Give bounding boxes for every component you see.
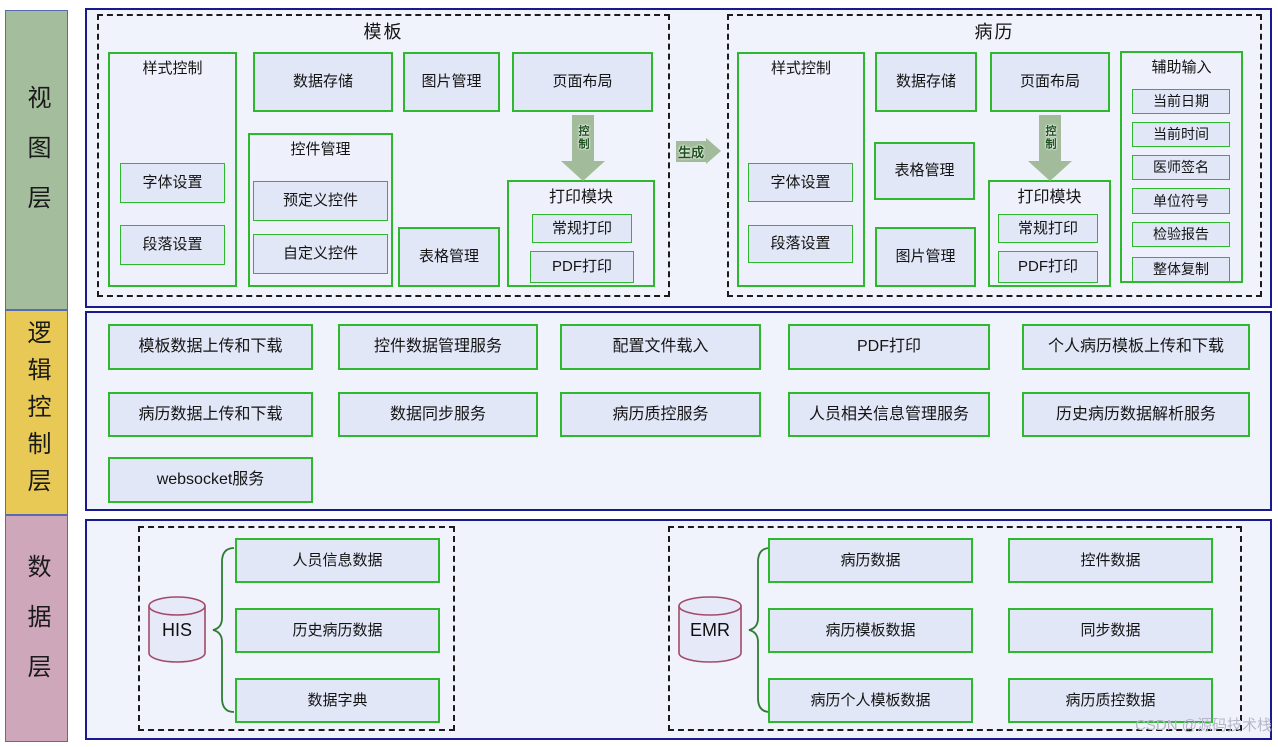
- record-pdf-print-box: PDF打印: [998, 251, 1098, 283]
- his-database-label: HIS: [161, 619, 192, 640]
- record-data-storage-box: 数据存储: [875, 52, 977, 112]
- emr-database-label: EMR: [690, 619, 730, 640]
- emr-database-icon: [678, 596, 742, 663]
- record-aux-input-title: 辅助输入: [1151, 59, 1212, 76]
- template-data-storage-box: 数据存储: [253, 52, 393, 112]
- record-aux-item-box: 医师签名: [1132, 155, 1230, 180]
- emr-section: [668, 526, 1242, 731]
- template-font-settings-box: 字体设置: [120, 163, 225, 203]
- record-regular-print-box: 常规打印: [998, 214, 1098, 243]
- template-pdf-print-box: PDF打印: [530, 251, 634, 283]
- his-data-box: 人员信息数据: [235, 538, 440, 583]
- emr-data-box: 病历质控数据: [1008, 678, 1213, 723]
- logic-service-box: 病历质控服务: [560, 392, 761, 437]
- record-section-title: 病历: [974, 22, 1015, 42]
- logic-service-box: websocket服务: [108, 457, 313, 503]
- template-image-mgmt-box: 图片管理: [403, 52, 500, 112]
- template-page-layout-box: 页面布局: [512, 52, 653, 112]
- emr-brace-icon: [748, 547, 771, 713]
- generate-arrowhead-icon: [706, 138, 721, 164]
- emr-data-box: 控件数据: [1008, 538, 1213, 583]
- generate-arrow-icon: 生成: [676, 141, 706, 162]
- logic-service-box: 模板数据上传和下载: [108, 324, 313, 370]
- record-style-control-title: 样式控制: [770, 60, 831, 77]
- record-image-mgmt-box: 图片管理: [875, 227, 976, 287]
- record-aux-item-box: 整体复制: [1132, 257, 1230, 282]
- record-section: [727, 14, 1262, 297]
- template-widget-mgmt-title: 控件管理: [290, 141, 351, 158]
- logic-service-box: 控件数据管理服务: [338, 324, 538, 370]
- record-table-mgmt-box: 表格管理: [874, 142, 975, 200]
- logic-service-box: 配置文件载入: [560, 324, 761, 370]
- his-data-box: 数据字典: [235, 678, 440, 723]
- record-aux-item-box: 检验报告: [1132, 222, 1230, 247]
- record-aux-item-box: 当前日期: [1132, 89, 1230, 114]
- his-data-box: 历史病历数据: [235, 608, 440, 653]
- record-print-module-title: 打印模块: [1017, 189, 1082, 206]
- template-regular-print-box: 常规打印: [532, 214, 632, 243]
- logic-service-box: 个人病历模板上传和下载: [1022, 324, 1250, 370]
- template-table-mgmt-box: 表格管理: [398, 227, 500, 287]
- record-aux-item-box: 当前时间: [1132, 122, 1230, 147]
- data-layer-label-text: 数据层: [23, 553, 49, 704]
- his-section: [138, 526, 455, 731]
- view-layer-label-text: 视图层: [23, 85, 49, 235]
- template-section: [97, 14, 670, 297]
- record-control-arrowhead-icon: [1028, 161, 1072, 181]
- emr-data-box: 病历数据: [768, 538, 973, 583]
- view-layer-label: 视图层: [5, 10, 68, 310]
- template-paragraph-settings-box: 段落设置: [120, 225, 225, 265]
- his-database-icon: [148, 596, 206, 663]
- watermark: CSDN @源码技术栈: [1135, 717, 1272, 734]
- logic-layer-label-text: 逻辑控制层: [23, 320, 49, 505]
- template-custom-widget-box: 自定义控件: [253, 234, 388, 274]
- emr-data-box: 病历模板数据: [768, 608, 973, 653]
- data-layer-label: 数据层: [5, 515, 68, 742]
- logic-layer-label: 逻辑控制层: [5, 310, 68, 515]
- template-print-module-title: 打印模块: [548, 189, 613, 206]
- record-aux-item-box: 单位符号: [1132, 188, 1230, 214]
- logic-service-box: 历史病历数据解析服务: [1022, 392, 1250, 437]
- template-section-title: 模板: [363, 22, 404, 42]
- record-paragraph-settings-box: 段落设置: [748, 225, 853, 263]
- record-control-arrow-icon: 控制: [1039, 115, 1061, 161]
- emr-data-box: 同步数据: [1008, 608, 1213, 653]
- template-control-arrowhead-icon: [561, 161, 605, 181]
- template-predefined-widget-box: 预定义控件: [253, 181, 388, 221]
- emr-data-box: 病历个人模板数据: [768, 678, 973, 723]
- logic-service-box: 病历数据上传和下载: [108, 392, 313, 437]
- logic-service-box: PDF打印: [788, 324, 990, 370]
- template-style-control-title: 样式控制: [142, 60, 203, 77]
- template-control-arrow-icon: 控制: [572, 115, 594, 161]
- logic-service-box: 人员相关信息管理服务: [788, 392, 990, 437]
- logic-service-box: 数据同步服务: [338, 392, 538, 437]
- record-font-settings-box: 字体设置: [748, 163, 853, 202]
- record-page-layout-box: 页面布局: [990, 52, 1110, 112]
- his-brace-icon: [212, 547, 235, 713]
